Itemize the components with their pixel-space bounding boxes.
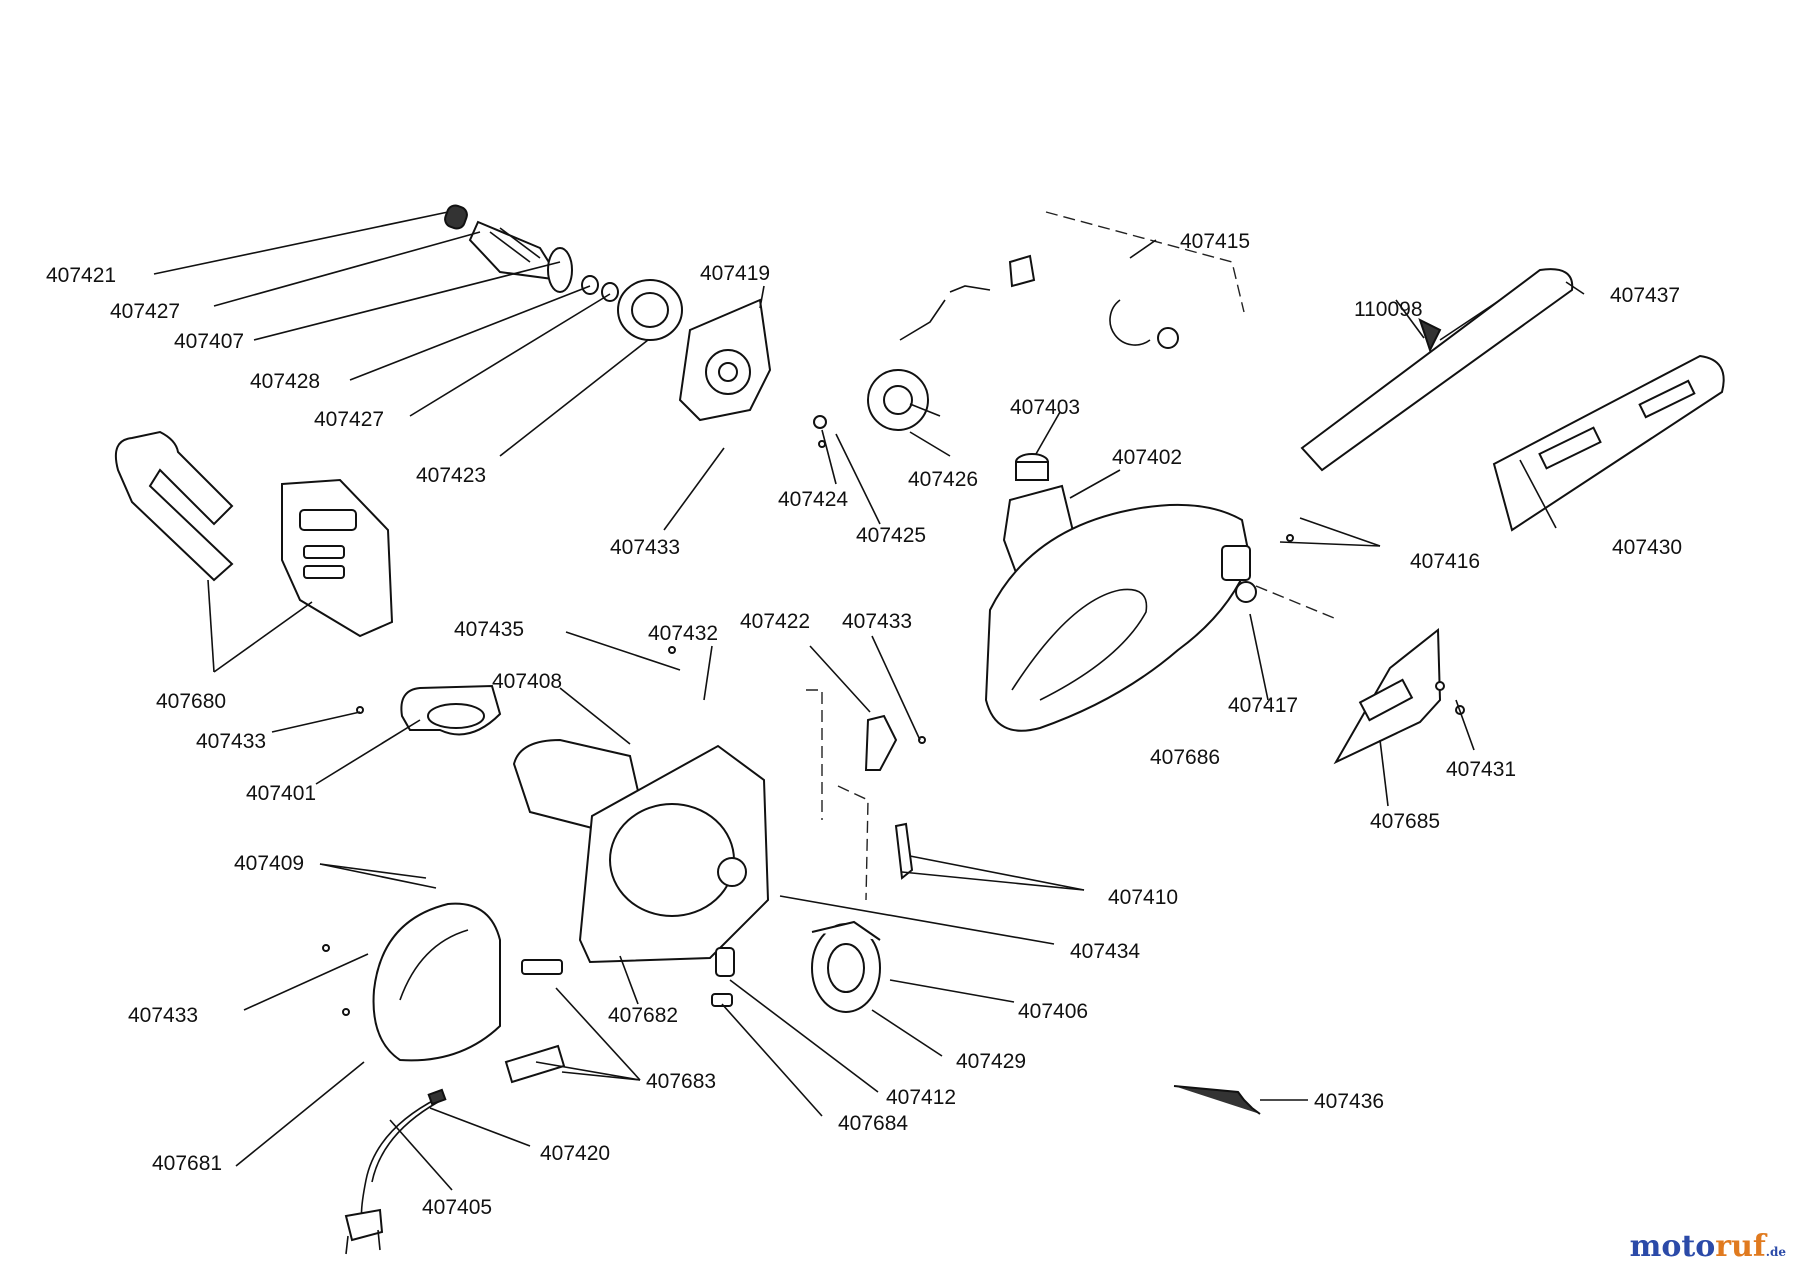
rear-handle-drawing	[114, 430, 234, 582]
logo-part-ruf: ruf	[1715, 1229, 1766, 1264]
label-407419: 407419	[700, 262, 770, 285]
label-407432: 407432	[648, 622, 718, 645]
label-407429: 407429	[956, 1050, 1026, 1073]
label-407437: 407437	[1610, 284, 1680, 307]
label-407680: 407680	[156, 690, 226, 713]
label-407685: 407685	[1370, 810, 1440, 833]
motor-cover-drawing	[984, 503, 1252, 732]
saw-chain-drawing	[1173, 1085, 1261, 1115]
label-407403: 407403	[1010, 396, 1080, 419]
part-labels: 407421 407427 407407 407428 407427 40742…	[46, 230, 1682, 1219]
label-407433: 407433	[610, 536, 680, 559]
label-407406: 407406	[1018, 1000, 1088, 1023]
watermark-logo: motoruf.de	[1630, 1229, 1786, 1264]
label-407433: 407433	[196, 730, 266, 753]
gear-housing-drawing	[678, 298, 772, 422]
label-407421: 407421	[46, 264, 116, 287]
power-cord-drawing	[344, 1088, 447, 1255]
bar-cover-drawing	[1492, 354, 1725, 532]
label-407423: 407423	[416, 464, 486, 487]
label-110098: 110098	[1354, 298, 1423, 321]
label-407407: 407407	[174, 330, 244, 353]
label-407417: 407417	[1228, 694, 1298, 717]
front-cover-plate-drawing	[1255, 585, 1442, 765]
label-407424: 407424	[778, 488, 848, 511]
main-housing-drawing	[512, 689, 869, 964]
label-407682: 407682	[608, 1004, 678, 1027]
chain-gear-drawing	[813, 369, 941, 431]
label-407433: 407433	[842, 610, 912, 633]
label-407416: 407416	[1410, 550, 1480, 573]
logo-part-de: .de	[1765, 1245, 1786, 1259]
label-407683: 407683	[646, 1070, 716, 1093]
label-407428: 407428	[250, 370, 320, 393]
label-407427: 407427	[110, 300, 180, 323]
label-407408: 407408	[492, 670, 562, 693]
guide-bar-drawing	[1300, 268, 1574, 472]
label-407402: 407402	[1112, 446, 1182, 469]
label-407410: 407410	[1108, 886, 1178, 909]
side-housing-drawing	[372, 902, 501, 1062]
label-407420: 407420	[540, 1142, 610, 1165]
armature-drawing	[444, 204, 683, 341]
label-407401: 407401	[246, 782, 316, 805]
label-407415: 407415	[1180, 230, 1250, 253]
logo-part-moto: moto	[1629, 1229, 1716, 1264]
label-407431: 407431	[1446, 758, 1516, 781]
label-407412: 407412	[886, 1086, 956, 1109]
label-407684: 407684	[838, 1112, 908, 1135]
label-407409: 407409	[234, 852, 304, 875]
label-407426: 407426	[908, 468, 978, 491]
label-407405: 407405	[422, 1196, 492, 1219]
label-407427: 407427	[314, 408, 384, 431]
motor-shell-drawing	[400, 684, 502, 736]
strain-relief-drawing	[504, 959, 566, 1084]
leader-lines	[153, 211, 1585, 1191]
label-407433: 407433	[128, 1004, 198, 1027]
handle-guard-drawing	[281, 478, 394, 638]
label-407425: 407425	[856, 524, 926, 547]
field-coil-drawing	[811, 920, 881, 1013]
brake-spring-drawing	[899, 211, 1245, 349]
label-407422: 407422	[740, 610, 810, 633]
label-407686: 407686	[1150, 746, 1220, 769]
label-407436: 407436	[1314, 1090, 1384, 1113]
label-407434: 407434	[1070, 940, 1140, 963]
switch-drawing	[711, 947, 735, 1007]
switch-lever-drawing	[864, 714, 914, 880]
label-407435: 407435	[454, 618, 524, 641]
label-407681: 407681	[152, 1152, 222, 1175]
label-407430: 407430	[1612, 536, 1682, 559]
